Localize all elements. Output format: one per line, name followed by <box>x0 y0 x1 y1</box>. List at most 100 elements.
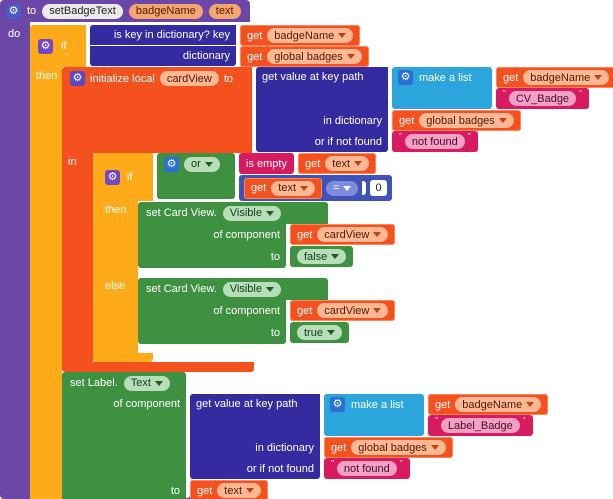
variable-dropdown[interactable]: text <box>271 180 316 196</box>
variable-dropdown[interactable]: badgeName <box>523 70 610 85</box>
of-component-label: of component <box>113 398 180 410</box>
variable-dropdown[interactable]: global badges <box>267 49 362 64</box>
get-value-at-key-path-block[interactable]: get value at key path ⚙ make a list <box>190 394 549 479</box>
setter-head[interactable]: set Card View. Visible <box>138 278 328 300</box>
init-local-in-branch: in ⚙ if <box>62 153 613 362</box>
or-block[interactable]: ⚙ or is empty <box>157 153 392 201</box>
variable-dropdown[interactable]: global badges <box>419 113 514 128</box>
socket-notch <box>153 156 157 171</box>
get-cardview-block[interactable]: get cardView <box>290 224 396 245</box>
number-field[interactable]: 0 <box>370 180 387 196</box>
make-list-head[interactable]: ⚙ make a list <box>392 67 492 88</box>
variable-dropdown[interactable]: cardView <box>317 227 389 242</box>
make-list-head[interactable]: ⚙ make a list <box>324 394 424 415</box>
gear-icon[interactable]: ⚙ <box>398 70 413 85</box>
dropdown-icon <box>346 54 355 59</box>
is-key-in-dictionary-block[interactable]: is key in dictionary? key get badgeName … <box>90 25 369 67</box>
compare-operator-dropdown[interactable]: = <box>326 180 359 196</box>
inner-if-block[interactable]: ⚙ if ⚙ or <box>93 153 396 362</box>
or-operator-dropdown[interactable]: or <box>184 156 220 172</box>
setter-head[interactable]: set Card View. Visible <box>138 202 328 224</box>
variable-dropdown[interactable]: text <box>217 483 262 498</box>
socket-notch <box>388 134 392 149</box>
param-field-text[interactable]: text <box>208 3 241 19</box>
outer-if-head[interactable]: ⚙ if <box>30 25 86 67</box>
inner-if-spine[interactable]: else <box>93 277 138 353</box>
variable-dropdown[interactable]: badgeName <box>267 28 354 43</box>
to-label: to <box>223 72 234 85</box>
initialize-local-block[interactable]: ⚙ initialize local cardView to get <box>62 67 613 372</box>
init-local-footer <box>62 362 254 372</box>
gear-icon[interactable]: ⚙ <box>38 38 53 54</box>
set-cardview-visible-false-block[interactable]: set Card View. Visible of component <box>138 202 396 268</box>
operator: = <box>333 182 340 194</box>
make-a-list-block[interactable]: ⚙ make a list get badgeName <box>392 67 613 109</box>
get-text-block[interactable]: get text <box>190 480 269 499</box>
property-dropdown[interactable]: Visible <box>222 281 281 297</box>
string-not-found-block[interactable]: " not found " <box>324 458 410 479</box>
gear-icon[interactable]: ⚙ <box>105 169 120 185</box>
make-a-list-block[interactable]: ⚙ make a list get badgeName <box>324 394 549 436</box>
get-globalbadges-block[interactable]: get global badges <box>392 110 521 131</box>
or-if-not-found-label: or if not found <box>314 135 382 148</box>
to-row: to <box>138 246 286 268</box>
property-dropdown[interactable]: Text <box>123 375 170 391</box>
socket-notch <box>286 325 290 341</box>
outer-if-spine[interactable]: then <box>30 67 62 499</box>
get-badgename-block[interactable]: get badgeName <box>496 67 613 88</box>
string-field[interactable]: not found <box>336 461 397 476</box>
setter-head[interactable]: set Label. Text <box>62 372 186 394</box>
property-dropdown[interactable]: Visible <box>222 205 281 221</box>
get-value-at-key-path-block[interactable]: get value at key path ⚙ make a list <box>256 67 613 152</box>
string-field[interactable]: CV_Badge <box>508 91 577 106</box>
get-globalbadges-block[interactable]: get global badges <box>240 46 369 67</box>
gear-icon[interactable]: ⚙ <box>164 156 179 172</box>
get-badgename-block[interactable]: get badgeName <box>240 25 361 46</box>
string-label-badge-block[interactable]: " Label_Badge " <box>428 415 533 436</box>
get-text-block[interactable]: get text <box>297 153 376 174</box>
procedure-name-field[interactable]: setBadgeText <box>42 3 123 19</box>
variable-dropdown[interactable]: cardView <box>317 303 389 318</box>
init-local-spine[interactable]: in <box>62 153 93 362</box>
bool-dropdown[interactable]: false <box>297 249 347 264</box>
variable-dropdown[interactable]: text <box>325 156 369 171</box>
get-cardview-block[interactable]: get cardView <box>290 300 396 321</box>
false-block[interactable]: false <box>290 246 354 267</box>
procedure-block-header[interactable]: ⚙ to setBadgeText badgeName text <box>0 0 250 22</box>
get-label: get <box>399 114 415 127</box>
get-text-block[interactable]: get text <box>244 177 323 199</box>
string-cv-badge-block[interactable]: " CV_Badge " <box>496 88 589 109</box>
string-not-found-block[interactable]: " not found " <box>392 131 478 152</box>
number-value: 0 <box>375 182 382 194</box>
outer-if-block[interactable]: ⚙ if is key in dictionary? key get badge… <box>30 25 613 499</box>
socket-notch <box>320 461 324 476</box>
local-var-field[interactable]: cardView <box>159 71 219 86</box>
or-head[interactable]: ⚙ or <box>157 153 235 175</box>
to-label: to <box>170 484 180 497</box>
procedure-block-spine[interactable]: do <box>0 22 30 499</box>
variable-dropdown[interactable]: global badges <box>351 440 446 455</box>
param-field-badgename[interactable]: badgeName <box>128 3 203 19</box>
is-key-label: is key in dictionary? key <box>113 29 230 41</box>
string-field[interactable]: not found <box>404 134 465 149</box>
or-if-not-found-label: or if not found <box>246 462 314 475</box>
inner-if-head[interactable]: ⚙ if <box>93 153 153 201</box>
inner-if-spine[interactable]: then <box>93 201 138 277</box>
get-badgename-block[interactable]: get badgeName <box>428 394 549 415</box>
true-block[interactable]: true <box>290 322 349 343</box>
gear-icon[interactable]: ⚙ <box>70 71 85 86</box>
get-globalbadges-block[interactable]: get global badges <box>324 437 453 458</box>
bool-dropdown[interactable]: true <box>297 325 342 340</box>
set-label-text-block[interactable]: set Label. Text of component <box>62 372 549 499</box>
gear-glyph: ⚙ <box>332 398 343 410</box>
variable-dropdown[interactable]: badgeName <box>455 397 542 412</box>
set-cardview-visible-true-block[interactable]: set Card View. Visible of component <box>138 278 396 344</box>
is-empty-label: is empty <box>246 157 287 170</box>
is-empty-block[interactable]: is empty <box>239 153 294 174</box>
init-local-head[interactable]: ⚙ initialize local cardView to <box>62 67 252 153</box>
string-field[interactable]: Label_Badge <box>440 418 520 433</box>
gear-icon[interactable]: ⚙ <box>6 3 21 19</box>
equals-compare-block[interactable]: get text = 0 <box>239 175 392 201</box>
initialize-local-label: initialize local <box>90 72 155 85</box>
gear-icon[interactable]: ⚙ <box>330 397 345 412</box>
